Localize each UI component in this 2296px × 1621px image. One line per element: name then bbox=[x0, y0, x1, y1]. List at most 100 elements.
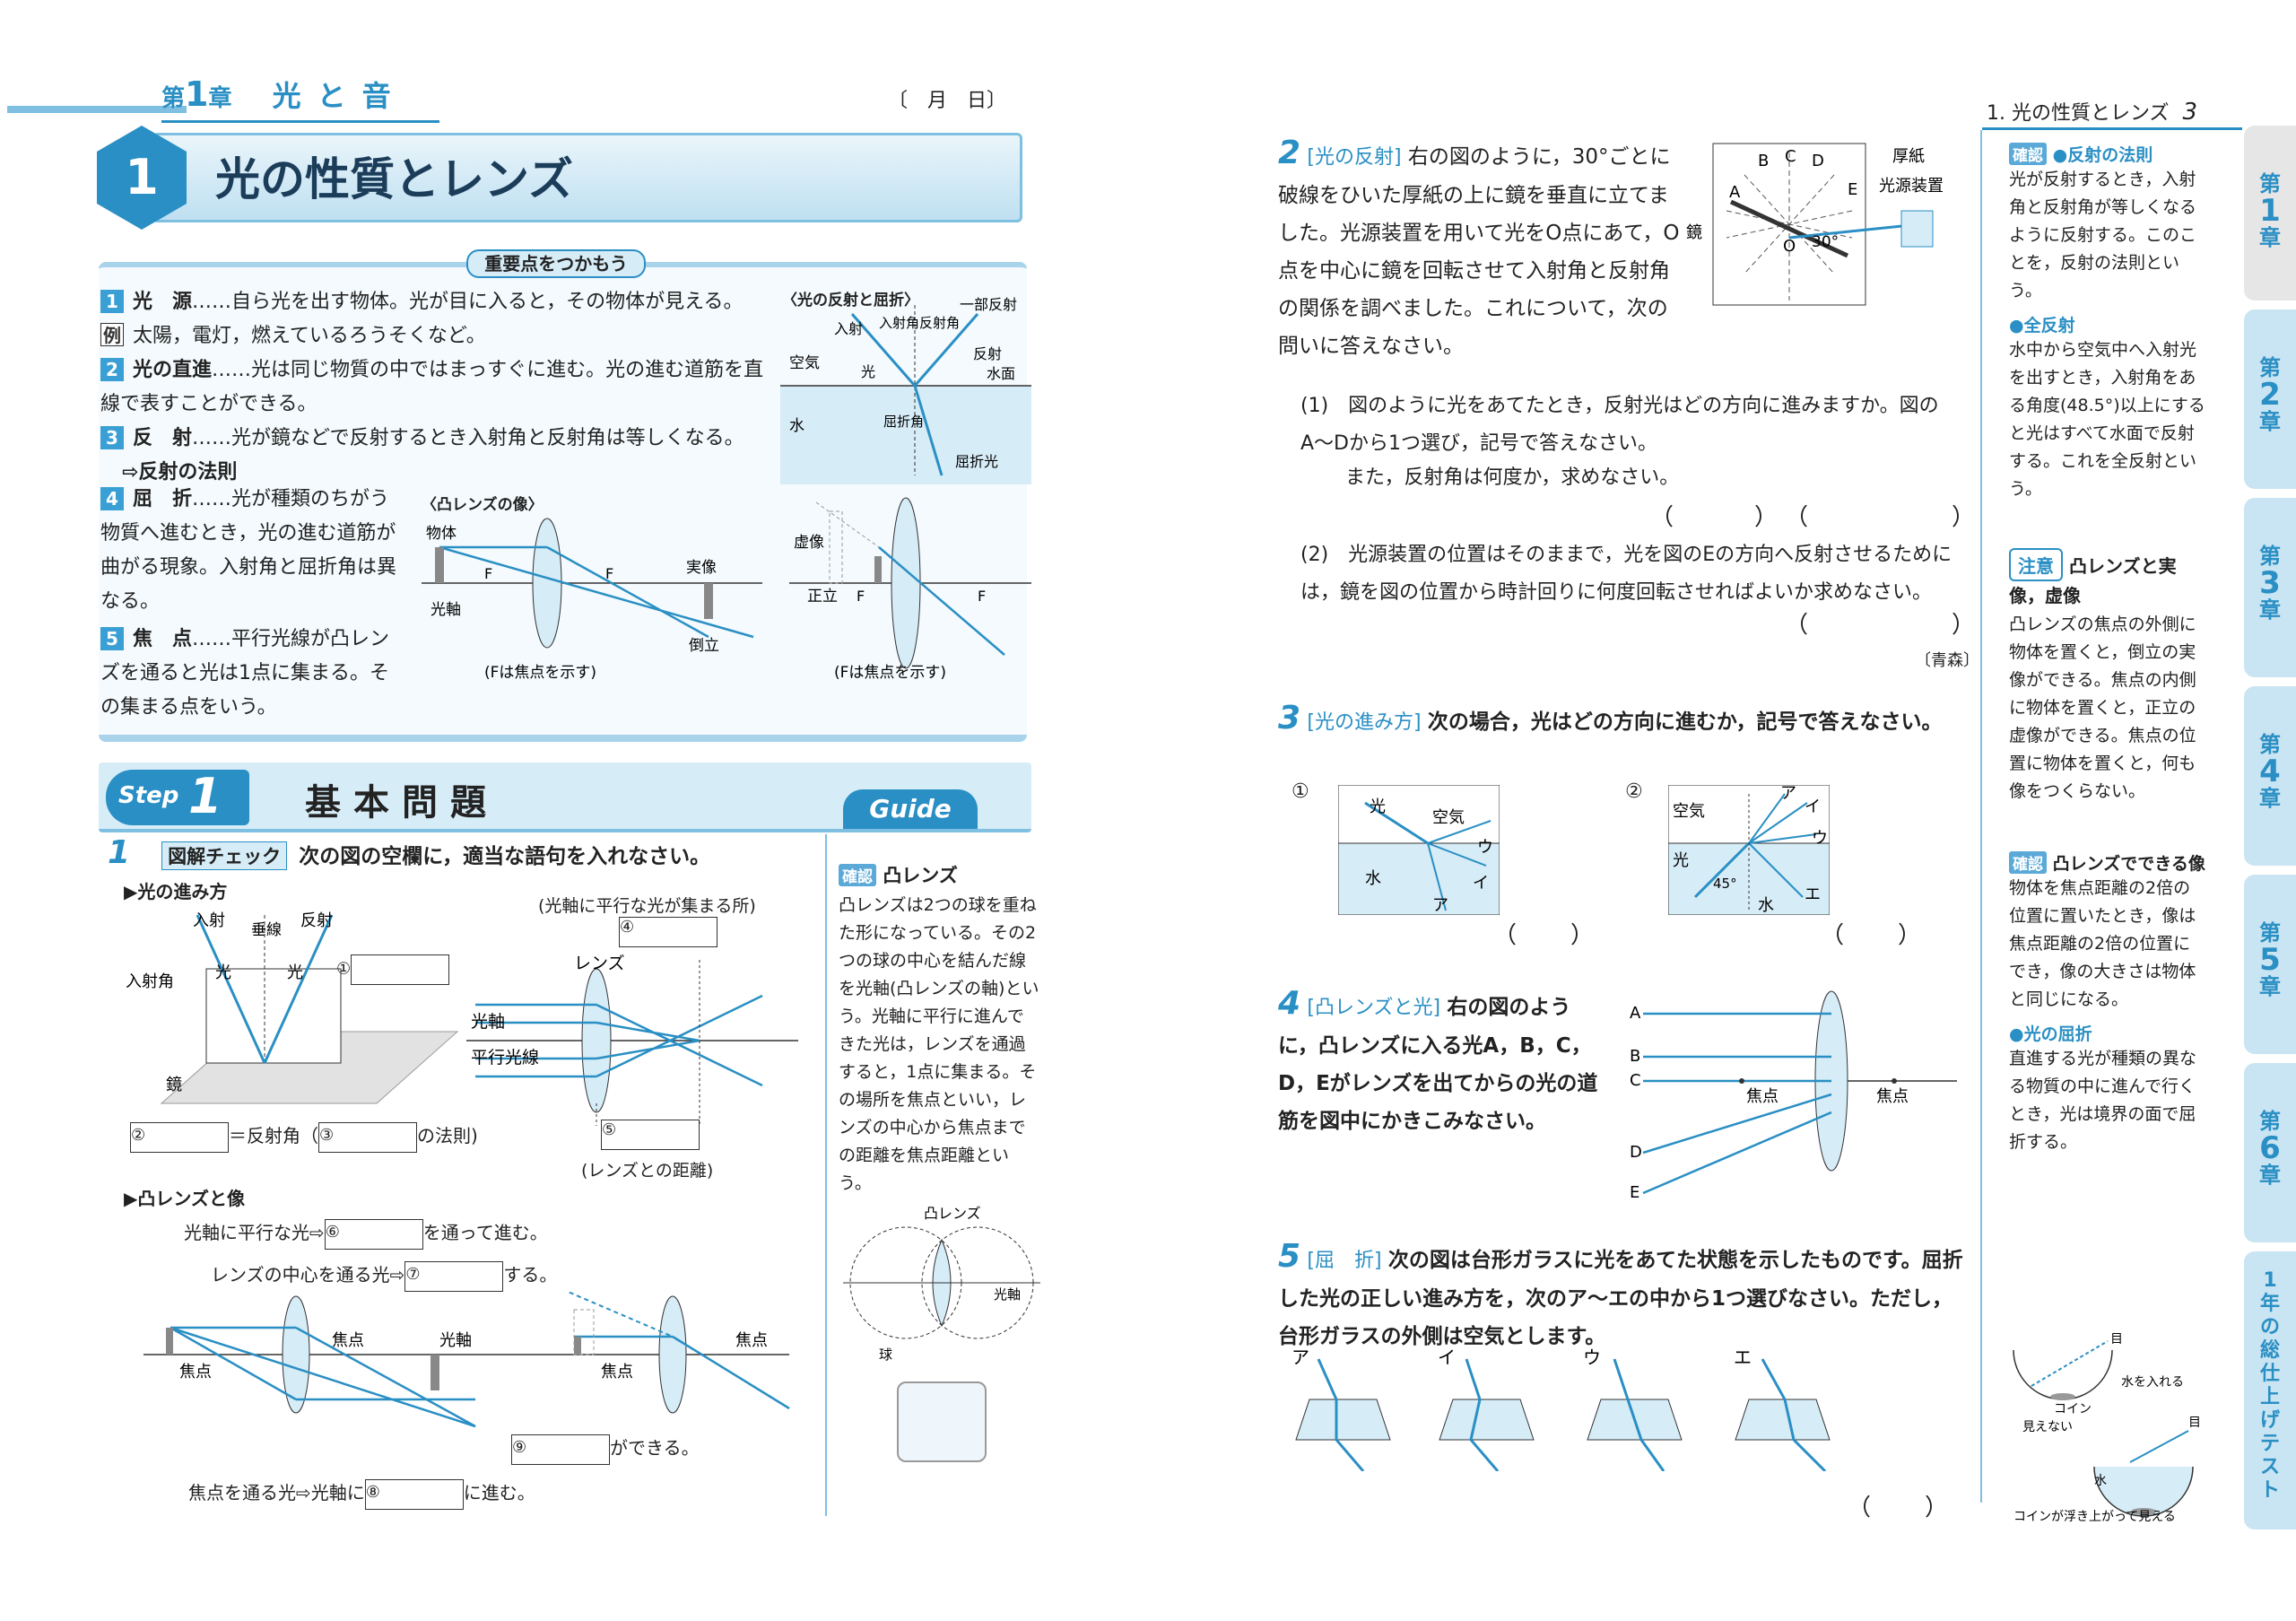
svg-text:水: 水 bbox=[789, 417, 804, 435]
q2-answer-2[interactable]: （） bbox=[1785, 612, 1976, 639]
svg-text:F: F bbox=[605, 565, 613, 582]
q1-distance-caption: (レンズとの距離) bbox=[581, 1161, 714, 1181]
svg-text:屈折角: 屈折角 bbox=[883, 414, 924, 430]
svg-text:垂線: 垂線 bbox=[251, 921, 282, 939]
keypoints-box bbox=[99, 262, 1027, 742]
svg-text:光軸: 光軸 bbox=[994, 1286, 1021, 1303]
q5-tag: [屈 折] bbox=[1307, 1250, 1382, 1272]
svg-text:D: D bbox=[1630, 1143, 1642, 1162]
svg-text:倒立: 倒立 bbox=[689, 637, 719, 655]
q5-answer[interactable]: （） bbox=[1848, 1495, 1949, 1521]
svg-text:水面: 水面 bbox=[987, 365, 1015, 382]
q2: 2 [光の反射] 右の図のように，30°ごとに破線をひいた厚紙の上に鏡を垂直に立… bbox=[1278, 135, 1682, 365]
lens-diagram-title: 〈凸レンズの像〉 bbox=[422, 496, 544, 514]
svg-text:光源装置: 光源装置 bbox=[1879, 177, 1944, 196]
q3-figure-2: 空気 光 45° 水 ア イ ウ エ bbox=[1668, 785, 1830, 915]
top-rule bbox=[7, 106, 187, 113]
svg-text:光: 光 bbox=[861, 363, 875, 380]
date-field[interactable]: 〔 月 日〕 bbox=[888, 90, 1007, 112]
header-rule bbox=[1982, 127, 2242, 130]
svg-text:C: C bbox=[1785, 147, 1796, 166]
blank-2[interactable]: ② bbox=[130, 1121, 229, 1153]
q4-num: 4 bbox=[1278, 985, 1301, 1022]
svg-text:空気: 空気 bbox=[1432, 808, 1465, 827]
q3-tag: [光の進み方] bbox=[1307, 711, 1422, 734]
svg-text:光: 光 bbox=[1673, 851, 1689, 870]
blank-7[interactable]: ⑦ bbox=[404, 1260, 504, 1292]
svg-text:(Fは焦点を示す): (Fは焦点を示す) bbox=[484, 664, 596, 682]
svg-text:凸レンズ: 凸レンズ bbox=[924, 1205, 981, 1222]
svg-text:目: 目 bbox=[2110, 1332, 2123, 1346]
q3-answer-2[interactable]: （） bbox=[1821, 922, 1922, 949]
svg-text:F: F bbox=[857, 588, 865, 605]
q1-reflection-figure: 入射 垂線 反射 光 光 入射角 鏡 bbox=[126, 911, 459, 1104]
svg-text:水を入れる: 水を入れる bbox=[2121, 1375, 2184, 1390]
q1-rays-figure: 焦点 焦点 光軸 焦点 焦点 bbox=[144, 1292, 790, 1428]
q3-num: 3 bbox=[1278, 700, 1301, 736]
svg-text:焦点: 焦点 bbox=[735, 1331, 768, 1350]
chapter-suffix: 章 bbox=[208, 85, 232, 112]
svg-text:焦点: 焦点 bbox=[601, 1363, 633, 1381]
svg-text:目: 目 bbox=[2188, 1416, 2201, 1430]
section-banner bbox=[152, 133, 1022, 222]
q3-fig1-no: ① bbox=[1292, 780, 1309, 803]
svg-text:コインが浮き上がって見える: コインが浮き上がって見える bbox=[2013, 1510, 2176, 1524]
q1-text: 次の図の空欄に，適当な語句を入れなさい。 bbox=[299, 845, 711, 868]
tab-final-test[interactable]: 1年の総仕上げテスト bbox=[2244, 1251, 2296, 1529]
svg-text:O: O bbox=[1783, 237, 1796, 256]
q2-figure: A B C D E O 30° 鏡 厚紙 光源装置 bbox=[1686, 143, 1944, 306]
chapter-heading: 第1章 光と音 bbox=[161, 74, 439, 123]
q4-tag: [凸レンズと光] bbox=[1307, 997, 1441, 1019]
svg-text:入射角: 入射角 bbox=[126, 972, 174, 991]
lens-diagram-virtual: 虚像 正立 F F (Fは焦点を示す) bbox=[789, 497, 1031, 682]
svg-text:光軸: 光軸 bbox=[439, 1331, 472, 1350]
chapter-title: 光と音 bbox=[272, 79, 407, 113]
step-badge: Step 1 bbox=[106, 768, 249, 825]
svg-text:45°: 45° bbox=[1713, 876, 1737, 892]
svg-text:水: 水 bbox=[1365, 869, 1381, 888]
chapter-num: 1 bbox=[185, 74, 209, 114]
q5-choices-figure: ア イ ウ エ bbox=[1292, 1346, 1831, 1471]
blank-3[interactable]: ③ bbox=[318, 1121, 417, 1153]
blank-8[interactable]: ⑧ bbox=[364, 1478, 464, 1510]
q3-answer-1[interactable]: （） bbox=[1493, 922, 1595, 949]
svg-text:反射: 反射 bbox=[300, 911, 333, 930]
svg-text:入射角: 入射角 bbox=[879, 315, 919, 331]
q2-sub1b: また，反射角は何度か，求めなさい。 bbox=[1345, 466, 1680, 489]
blank-6[interactable]: ⑥ bbox=[324, 1218, 423, 1250]
q2-text: 右の図のように，30°ごとに破線をひいた厚紙の上に鏡を垂直に立てました。光源装置… bbox=[1278, 145, 1680, 358]
blank-1[interactable]: ① bbox=[336, 954, 450, 985]
blank-5[interactable]: ⑤ bbox=[601, 1120, 700, 1150]
svg-text:イ: イ bbox=[1438, 1346, 1456, 1368]
q2-source: 〔青森〕 bbox=[1915, 651, 1979, 670]
q4-figure: A B C D E 焦点 焦点 bbox=[1630, 990, 1957, 1202]
svg-text:エ: エ bbox=[1805, 885, 1821, 904]
svg-text:30°: 30° bbox=[1812, 233, 1839, 251]
choice-e: エ bbox=[1734, 1346, 1831, 1471]
svg-text:鏡: 鏡 bbox=[1686, 223, 1702, 242]
svg-text:ア: ア bbox=[1780, 785, 1796, 803]
svg-text:光: 光 bbox=[215, 963, 231, 982]
q2-answer-1[interactable]: （） bbox=[1650, 504, 1779, 531]
svg-text:焦点: 焦点 bbox=[1746, 1087, 1779, 1106]
blank-9[interactable]: ⑨ bbox=[511, 1434, 610, 1465]
reflection-diagram: 空気 水面 水 入射 光 入射角 反射角 一部反射 反射 屈折角 屈折光 bbox=[780, 296, 1031, 484]
svg-text:平行光線: 平行光線 bbox=[471, 1048, 539, 1068]
choice-u: ウ bbox=[1583, 1346, 1683, 1471]
q2-answer-1b[interactable]: （） bbox=[1785, 504, 1976, 531]
svg-text:空気: 空気 bbox=[789, 354, 820, 372]
blank-4[interactable]: ④ bbox=[619, 917, 718, 947]
q1-sub1: ▶光の進み方 bbox=[124, 881, 228, 902]
